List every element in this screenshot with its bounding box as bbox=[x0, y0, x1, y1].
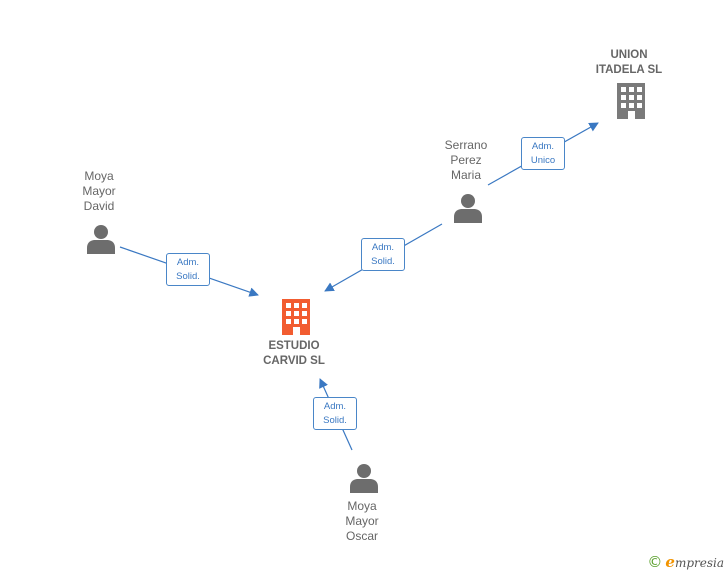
footer-brand: © empresia bbox=[647, 553, 724, 571]
copyright-icon: © bbox=[647, 553, 663, 571]
edge-label-adm-unico: Adm. Unico bbox=[521, 137, 565, 170]
building-icon[interactable] bbox=[614, 83, 648, 119]
brand-rest: mpresia bbox=[674, 556, 724, 570]
person-label-moya-oscar[interactable]: Moya Mayor Oscar bbox=[345, 499, 379, 543]
person-label-moya-david[interactable]: Moya Mayor David bbox=[82, 169, 116, 213]
building-icon-main[interactable] bbox=[279, 299, 313, 335]
brand-logo: empresia bbox=[665, 553, 724, 571]
edge-label-adm-solid: Adm. Solid. bbox=[361, 238, 405, 271]
person-icon[interactable] bbox=[454, 193, 482, 223]
person-label-serrano[interactable]: Serrano Perez Maria bbox=[444, 138, 488, 182]
company-label-estudio[interactable]: ESTUDIO CARVID SL bbox=[263, 340, 325, 367]
brand-initial: e bbox=[665, 553, 675, 571]
edge-label-adm-solid: Adm. Solid. bbox=[313, 397, 357, 430]
edge-label-adm-solid: Adm. Solid. bbox=[166, 253, 210, 286]
company-label-union[interactable]: UNION ITADELA SL bbox=[595, 49, 663, 76]
person-icon[interactable] bbox=[87, 224, 115, 254]
person-icon[interactable] bbox=[350, 463, 378, 493]
